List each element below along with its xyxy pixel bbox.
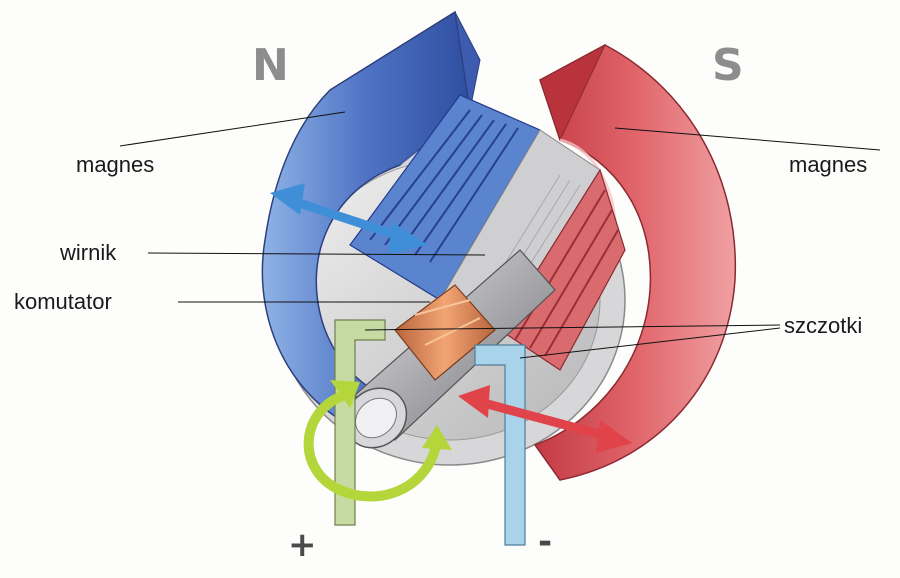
north-pole-label: N bbox=[252, 40, 289, 91]
south-pole-label: S bbox=[712, 40, 744, 91]
label-rotor: wirnik bbox=[60, 240, 117, 265]
label-magnet-left: magnes bbox=[76, 152, 155, 177]
label-magnet-right: magnes bbox=[789, 152, 868, 177]
brush-plus bbox=[334, 319, 386, 526]
terminal-minus-sign: - bbox=[538, 522, 553, 562]
brush-minus bbox=[474, 344, 526, 546]
leader-rotor bbox=[147, 252, 486, 256]
force-arrow-right bbox=[458, 385, 632, 453]
commutator bbox=[394, 284, 496, 381]
leader-magnet-left bbox=[119, 111, 346, 147]
label-brushes: szczotki bbox=[784, 313, 863, 338]
rotation-arrow bbox=[303, 380, 452, 502]
leader-magnet-right bbox=[614, 127, 881, 151]
label-commutator: komutator bbox=[14, 289, 112, 314]
terminal-plus-sign: + bbox=[288, 525, 317, 565]
south-magnet bbox=[533, 43, 737, 481]
leader-brush-2 bbox=[519, 327, 781, 359]
leader-lines bbox=[119, 111, 881, 359]
force-arrow-left bbox=[270, 183, 428, 254]
leader-brush-1 bbox=[364, 324, 781, 331]
